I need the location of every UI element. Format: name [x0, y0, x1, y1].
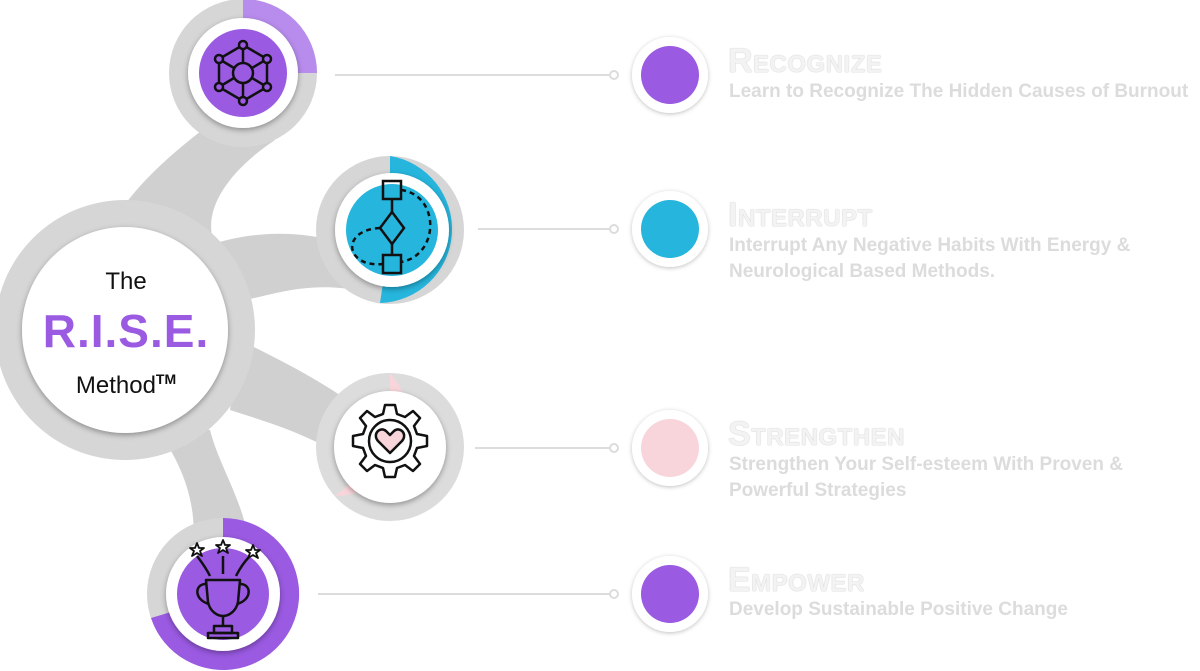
center-method-word: Method: [75, 372, 156, 399]
dot-interrupt: [632, 191, 708, 267]
center-title-method: MethodTM: [26, 371, 226, 400]
trademark-mark: TM: [155, 371, 177, 387]
dot-strengthen: [632, 410, 708, 486]
connector-lines: [318, 70, 619, 599]
step-dots: [632, 37, 708, 632]
step-title-strengthen: Strengthen: [728, 415, 906, 453]
network-molecule-icon: [213, 39, 273, 107]
trophy-stars-icon: [189, 539, 261, 640]
center-title-rise: R.I.S.E.: [42, 305, 210, 357]
node-empower: [147, 517, 300, 670]
dot-empower: [632, 556, 708, 632]
node-recognize: [169, 0, 317, 147]
center-title-line1: The: [105, 268, 147, 295]
step-desc-recognize: Learn to Recognize The Hidden Causes of …: [729, 81, 1189, 102]
step-desc-interrupt: Interrupt Any Negative Habits With Energ…: [729, 235, 1131, 282]
node-strengthen: [316, 373, 464, 521]
node-interrupt: [316, 156, 464, 304]
step-title-empower: Empower: [728, 561, 865, 599]
step-desc-strengthen: Strengthen Your Self-esteem With Proven …: [729, 454, 1123, 501]
flowchart-icon: [350, 179, 432, 275]
step-desc-empower: Develop Sustainable Positive Change: [729, 599, 1068, 620]
gear-heart-icon: [351, 403, 429, 479]
step-title-recognize: Recognize: [728, 42, 883, 80]
step-title-interrupt: Interrupt: [728, 196, 873, 234]
dot-recognize: [632, 37, 708, 113]
center-hub: [0, 200, 255, 460]
